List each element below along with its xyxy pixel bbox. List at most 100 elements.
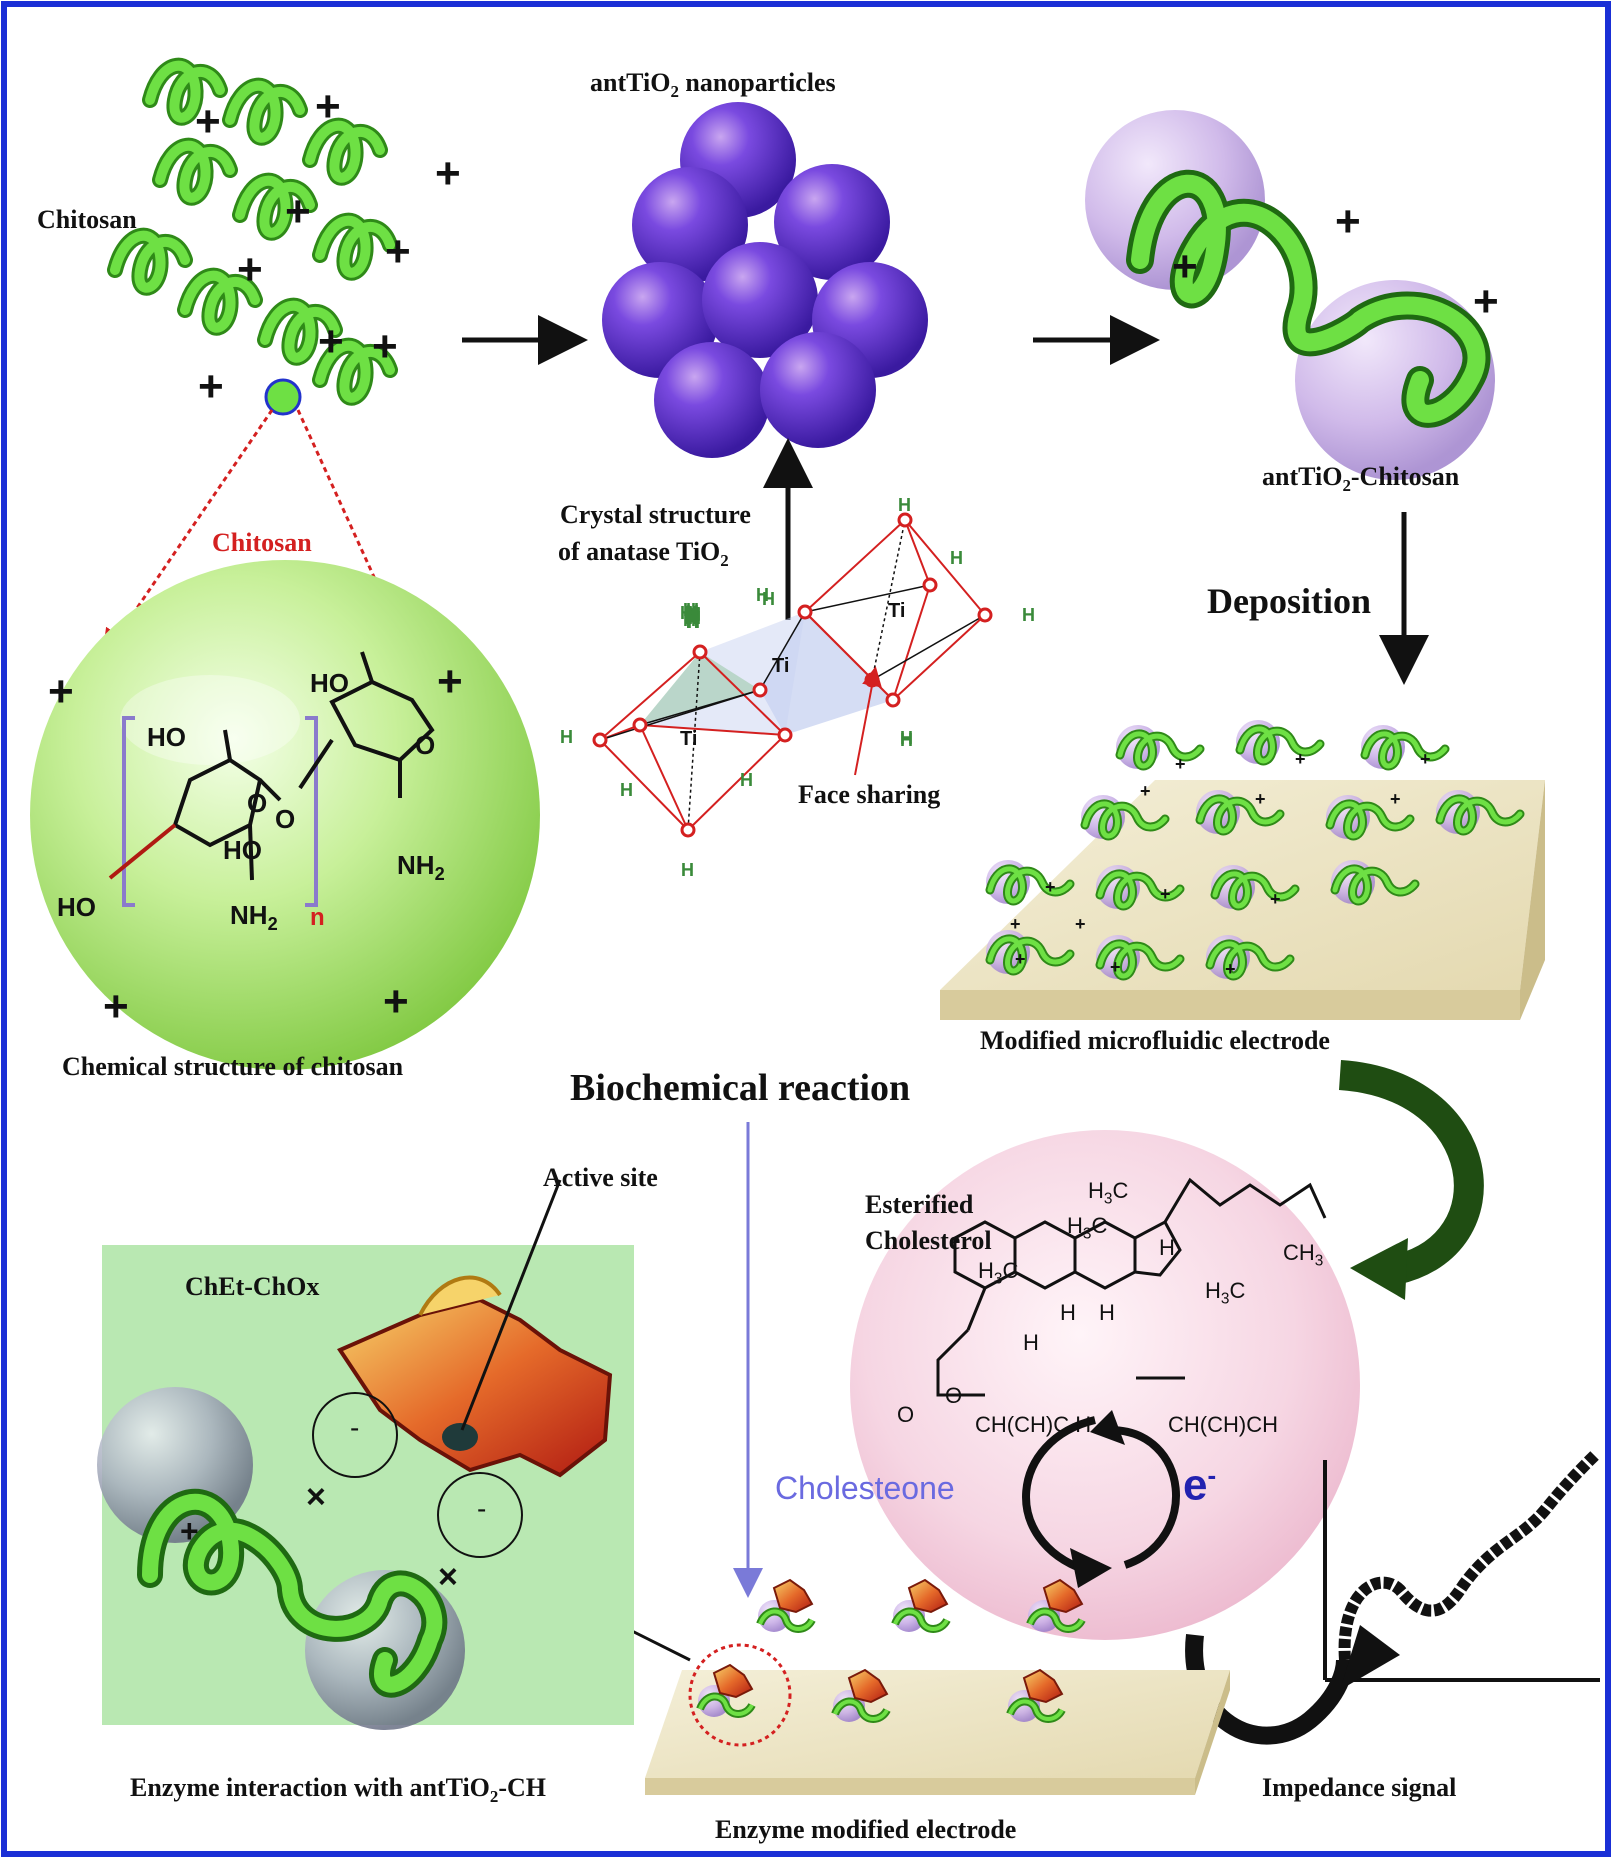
atom-h-52: H (686, 606, 699, 626)
atom-h-7: H (685, 603, 698, 623)
plus-sign: + (1335, 197, 1361, 246)
atom-h-1: H (683, 610, 696, 630)
small-plus-sign: + (1010, 914, 1021, 934)
enzyme-modified-electrode-label: Enzyme modified electrode (715, 1815, 1017, 1844)
atom-h-16: H (686, 608, 699, 628)
cholesterol-structure (936, 1177, 1327, 1397)
small-plus-sign: + (1140, 781, 1151, 801)
atom-h-19: H (686, 609, 699, 629)
cycle-arrow-left (1022, 1416, 1096, 1574)
atom-h-60: H (686, 606, 699, 626)
atom-h-24: H (686, 606, 699, 626)
negative-charge-2: - (477, 1493, 487, 1524)
anatase-crystal-structure (592, 512, 993, 838)
small-plus-sign: + (1110, 957, 1121, 977)
atom-h-34: H (686, 606, 699, 626)
atom-h-bottom: H (681, 860, 694, 880)
face-sharing-label: Face sharing (798, 780, 941, 809)
small-plus-sign: + (1390, 789, 1401, 809)
plus-sign: + (435, 149, 461, 198)
atom-h-43: H (686, 606, 699, 626)
chol-h3c-mid: H3C (1067, 1213, 1108, 1243)
atom-h-25: H (686, 606, 699, 626)
atom-h-20: H (686, 607, 699, 627)
chitosan-chemical-structure (108, 651, 435, 907)
atom-h-47: H (686, 606, 699, 626)
chol-h3c-top: H3C (1088, 1178, 1129, 1208)
atom-h-49: H (686, 606, 699, 626)
atom-h-59: H (686, 606, 699, 626)
plus-sign: + (315, 82, 341, 131)
atom-h-54: H (686, 606, 699, 626)
chem-o-3: O (415, 730, 436, 760)
atom-h-c: H (686, 612, 699, 632)
nanoparticle-cluster (602, 102, 928, 458)
highlight-circle (688, 1643, 792, 1747)
atom-h-top-left: H (680, 603, 693, 623)
plus-sign: + (195, 97, 221, 146)
atom-h-38: H (686, 606, 699, 626)
atom-ti-right: Ti (888, 600, 906, 622)
atom-h-51: H (686, 606, 699, 626)
atom-h-15: H (686, 606, 699, 626)
negative-charge-1: - (350, 1412, 360, 1443)
small-plus-sign: + (1075, 914, 1086, 934)
plus-sign: + (198, 362, 224, 411)
chem-o-1: O (247, 788, 268, 818)
plus-sign: + (1473, 277, 1499, 326)
chol-h3c-left: H3C (978, 1258, 1019, 1288)
atom-h-22: H (686, 606, 699, 626)
chitosan-sphere (30, 560, 540, 1070)
atom-h-12: H (686, 600, 699, 620)
atom-h-left-1: H (560, 727, 573, 747)
atom-h-36: H (686, 606, 699, 626)
chol-h-4: H (1023, 1330, 1039, 1355)
plus-sign: + (383, 977, 409, 1026)
impedance-plot (1323, 1450, 1600, 1682)
atom-h-1b: H (683, 600, 696, 620)
chem-nh2-2: NH2 (397, 850, 445, 885)
chol-h-1: H (1159, 1235, 1175, 1260)
atom-h-35: H (686, 606, 699, 626)
atom-h-23: H (686, 606, 699, 626)
chol-ch3: CH3 (1283, 1240, 1324, 1270)
biochemical-reaction-label: Biochemical reaction (570, 1067, 911, 1109)
plus-sign: + (285, 187, 311, 236)
esterified-label-line1: Esterified (865, 1190, 974, 1219)
atom-h-21: H (686, 606, 699, 626)
crystal-label-line2: of anatase TiO2 (558, 537, 729, 571)
atom-h-50: H (686, 606, 699, 626)
atom-h-8: H (684, 608, 697, 628)
chet-chox-label: ChEt-ChOx (185, 1272, 320, 1301)
atom-h-17: H (686, 604, 699, 624)
cross-mark-2: × (438, 1558, 458, 1596)
atom-h-53: H (686, 606, 699, 626)
crystal-label-line1: Crystal structure (560, 500, 751, 529)
chem-o-2: O (275, 804, 296, 834)
atom-h-40: H (686, 606, 699, 626)
impedance-signal-label: Impedance signal (1262, 1773, 1457, 1802)
atom-h-46: H (686, 606, 699, 626)
plus-sign: + (180, 1513, 199, 1549)
deposition-label: Deposition (1207, 581, 1372, 621)
atom-h-b: H (687, 612, 700, 632)
active-site-label: Active site (543, 1163, 658, 1192)
anttio2-chitosan-composite (1085, 110, 1495, 480)
atom-h-41: H (686, 606, 699, 626)
atom-h-33: H (686, 606, 699, 626)
plus-sign: + (318, 317, 344, 366)
chem-ho-2: HO (310, 668, 349, 698)
chitosan-red-label: Chitosan (212, 528, 312, 557)
small-plus-sign: + (1420, 749, 1431, 769)
plus-sign: + (372, 322, 398, 371)
small-plus-sign: + (1015, 949, 1026, 969)
chitosan-coil-network (115, 66, 390, 398)
enzyme-panel-contents (97, 1179, 613, 1730)
enzyme-interaction-label: Enzyme interaction with antTiO2-CH (130, 1773, 547, 1807)
atom-h-30: H (686, 606, 699, 626)
chol-o-2: O (897, 1402, 915, 1427)
atom-h-2: H (898, 495, 911, 515)
chemical-structure-label: Chemical structure of chitosan (62, 1052, 404, 1081)
